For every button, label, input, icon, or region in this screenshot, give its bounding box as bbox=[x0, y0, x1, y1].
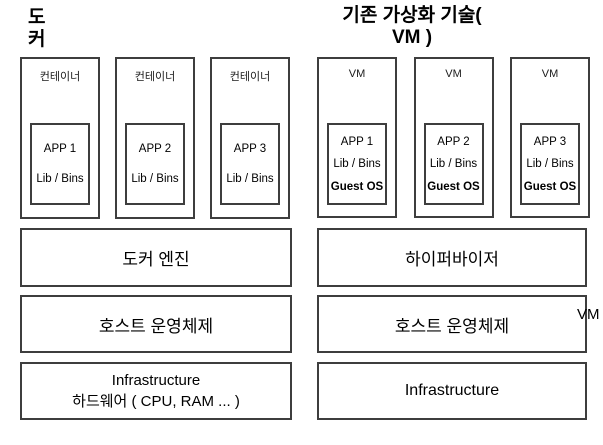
lib-bins-label: Lib / Bins bbox=[526, 158, 574, 170]
lib-bins-label: Lib / Bins bbox=[429, 158, 478, 170]
vm-box-1: VM APP 1 Lib / Bins Guest OS bbox=[317, 57, 397, 218]
lib-bins-label: Lib / Bins bbox=[36, 173, 84, 185]
vm-section-title: 기존 가상화 기술( VM ) bbox=[342, 5, 482, 48]
docker-infrastructure-layer: Infrastructure 하드웨어 ( CPU, RAM ... ) bbox=[20, 362, 292, 420]
docker-host-os-layer: 호스트 운영체제 bbox=[20, 295, 292, 353]
container-box-1: 컨테이너 APP 1 Lib / Bins bbox=[20, 57, 100, 219]
vm-app-box-2: APP 2 Lib / Bins Guest OS bbox=[423, 123, 484, 205]
guest-os-label: Guest OS bbox=[330, 180, 384, 193]
docker-engine-layer: 도커 엔진 bbox=[20, 228, 292, 287]
lib-bins-label: Lib / Bins bbox=[131, 173, 179, 185]
container-label: 컨테이너 bbox=[134, 71, 176, 83]
container-label: 컨테이너 bbox=[39, 71, 81, 83]
vm-infrastructure-layer: Infrastructure bbox=[317, 362, 587, 420]
vm-machines-row: VM APP 1 Lib / Bins Guest OS VM APP 2 Li… bbox=[317, 57, 590, 218]
vm-box-2: VM APP 2 Lib / Bins Guest OS bbox=[413, 57, 494, 218]
container-box-2: 컨테이너 APP 2 Lib / Bins bbox=[115, 57, 195, 219]
lib-bins-label: Lib / Bins bbox=[333, 158, 381, 170]
vm-app-box-3: APP 3 Lib / Bins Guest OS bbox=[520, 123, 580, 205]
guest-os-label: Guest OS bbox=[427, 180, 480, 193]
app-name: APP 2 bbox=[437, 135, 470, 148]
lib-bins-label: Lib / Bins bbox=[226, 173, 274, 185]
app-box-1: APP 1 Lib / Bins bbox=[30, 123, 90, 205]
docker-containers-row: 컨테이너 APP 1 Lib / Bins 컨테이너 APP 2 Lib / B… bbox=[20, 57, 290, 219]
hypervisor-layer: 하이퍼바이저 bbox=[317, 228, 587, 287]
app-name: APP 2 bbox=[138, 143, 172, 155]
vm-host-os-layer: 호스트 운영체제 bbox=[317, 295, 587, 353]
container-label: 컨테이너 bbox=[229, 71, 271, 83]
app-name: APP 3 bbox=[233, 143, 267, 155]
guest-os-label: Guest OS bbox=[523, 180, 577, 193]
app-name: APP 1 bbox=[340, 135, 374, 148]
docker-section-title: 도 커 bbox=[28, 7, 46, 50]
app-box-3: APP 3 Lib / Bins bbox=[220, 123, 280, 205]
app-name: APP 3 bbox=[533, 135, 567, 148]
vm-box-3: VM APP 3 Lib / Bins Guest OS bbox=[510, 57, 590, 218]
vm-label: VM bbox=[445, 68, 462, 80]
vm-app-box-1: APP 1 Lib / Bins Guest OS bbox=[327, 123, 387, 205]
vm-label: VM bbox=[541, 68, 559, 80]
app-box-2: APP 2 Lib / Bins bbox=[125, 123, 185, 205]
vm-side-annotation: VM bbox=[577, 306, 600, 323]
app-name: APP 1 bbox=[43, 143, 77, 155]
container-box-3: 컨테이너 APP 3 Lib / Bins bbox=[210, 57, 290, 219]
vm-label: VM bbox=[348, 68, 366, 80]
